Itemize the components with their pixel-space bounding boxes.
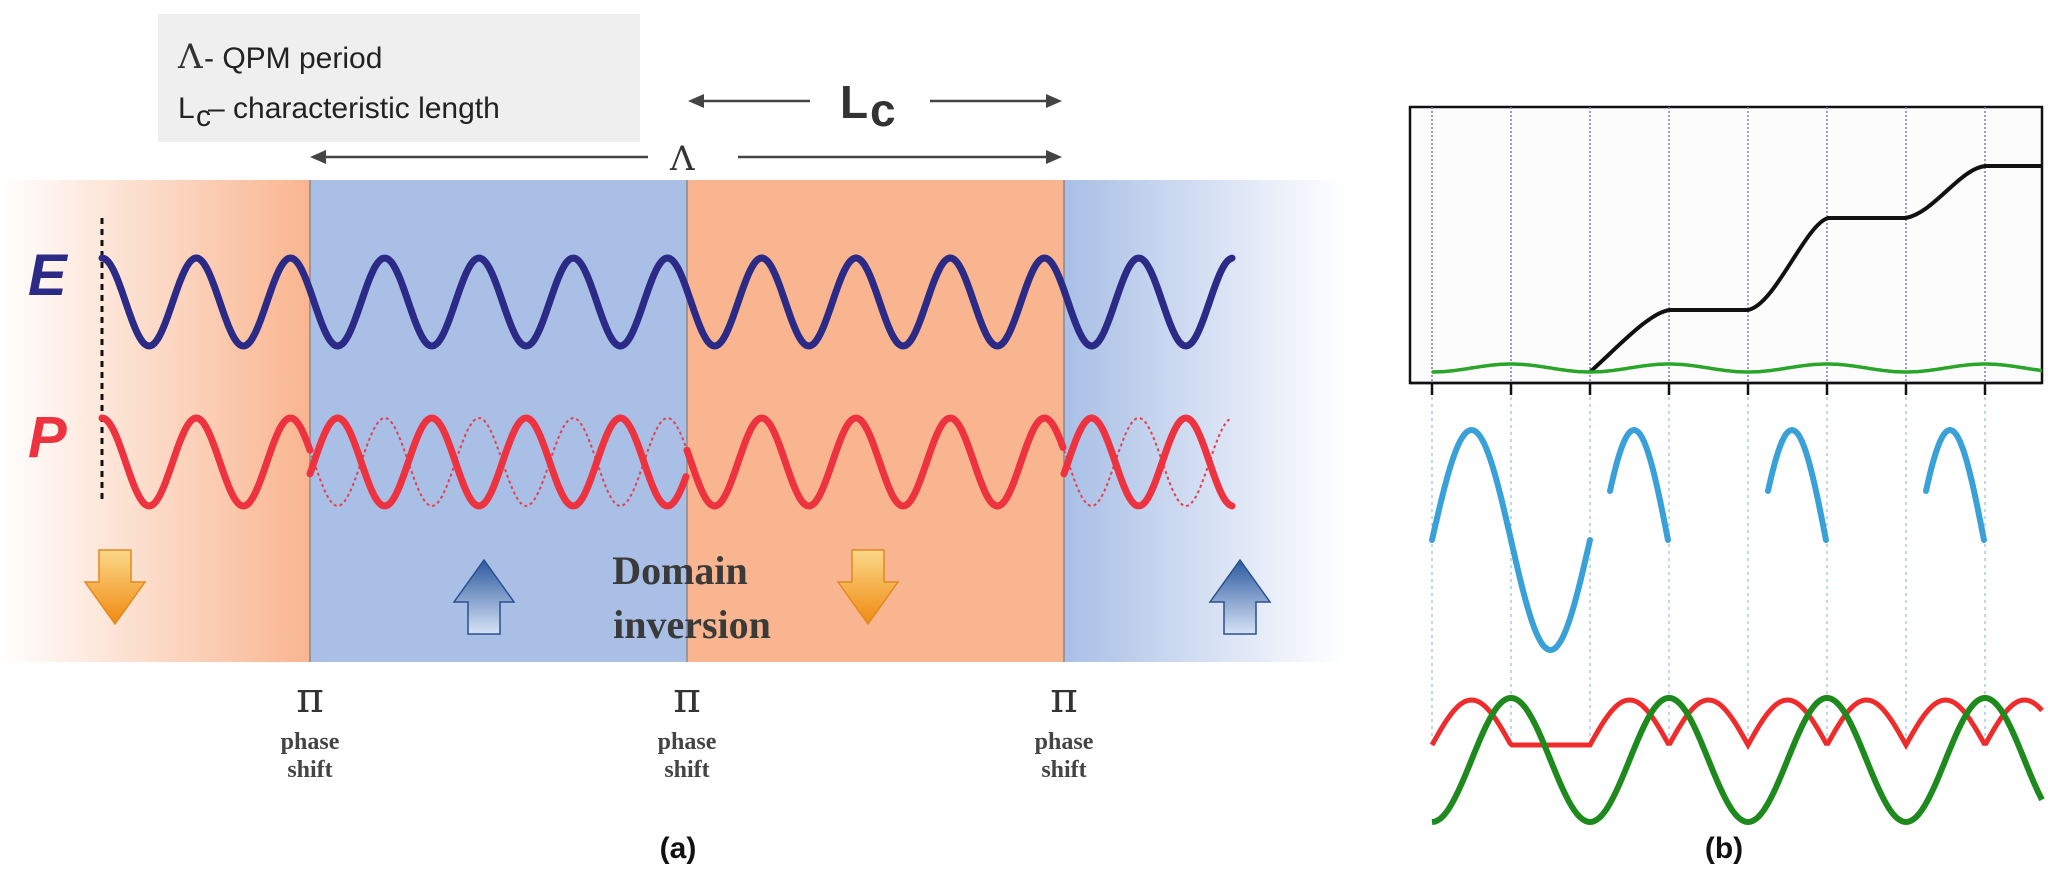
p-wave-unmatched-dotted <box>309 416 687 508</box>
legend-lambda-symbol: Λ <box>177 37 203 77</box>
phase-shift-label: π phase shift <box>1035 673 1094 783</box>
growth-plot-frame <box>1408 105 2044 385</box>
legend-box: Λ - QPM period L c – characteristic leng… <box>158 14 640 142</box>
polarization-arrow-down-2 <box>836 549 900 626</box>
shg-growth-curve <box>1588 164 2042 374</box>
panel-a: Λ - QPM period L c – characteristic leng… <box>0 14 1344 865</box>
polarization-arrow-up-2 <box>1208 558 1272 635</box>
axis-ticks <box>1430 383 1987 395</box>
svg-text:phase: phase <box>658 729 717 755</box>
legend-l-subscript: c <box>196 100 211 133</box>
svg-text:shift: shift <box>1041 757 1086 783</box>
domain-inversion-line1: Domain <box>612 548 748 593</box>
lambda-arrow <box>310 150 1062 164</box>
svg-text:shift: shift <box>287 757 332 783</box>
poled-polarization-wave <box>1429 426 1987 654</box>
svg-text:phase: phase <box>1035 729 1094 755</box>
e-field-wave <box>98 254 1236 350</box>
domain-band-right-fade <box>1064 180 1344 662</box>
lambda-label: Λ <box>669 139 695 179</box>
red-wave <box>1429 697 2044 751</box>
svg-text:π: π <box>673 673 701 722</box>
legend-l-symbol: L <box>178 92 195 125</box>
p-field-wave <box>98 414 1236 510</box>
domain-inversion-line2: inversion <box>613 602 771 647</box>
svg-text:phase: phase <box>281 729 340 755</box>
polarization-arrow-down-1 <box>83 549 147 626</box>
caption-b: (b) <box>1705 832 1743 865</box>
svg-text:π: π <box>296 673 324 722</box>
p-field-label: P <box>28 405 67 470</box>
poled-wave-segment <box>1765 426 1829 543</box>
svg-text:π: π <box>1050 673 1078 722</box>
svg-text:shift: shift <box>664 757 709 783</box>
panel-b: (b) <box>1408 105 2045 865</box>
lc-label: L <box>840 76 868 128</box>
poled-wave-segment <box>1429 426 1593 654</box>
domain-boundary-lines <box>1431 107 1986 740</box>
phase-shift-label: π phase shift <box>281 673 340 783</box>
lc-label-subscript: c <box>870 84 896 136</box>
phase-shift-label: π phase shift <box>658 673 717 783</box>
green-wave <box>1431 695 2045 826</box>
domain-band-left-fade <box>0 180 310 662</box>
caption-a: (a) <box>660 832 697 865</box>
lc-arrow <box>688 94 1062 108</box>
poled-wave-segment <box>1923 426 1987 543</box>
legend-characteristic-length: – characteristic length <box>208 92 500 125</box>
e-field-label: E <box>28 243 69 308</box>
polarization-arrow-up-1 <box>452 558 516 635</box>
legend-qpm-period: - QPM period <box>204 42 382 75</box>
poled-wave-segment <box>1607 426 1671 543</box>
phase-mismatched-curve <box>1432 362 2043 374</box>
